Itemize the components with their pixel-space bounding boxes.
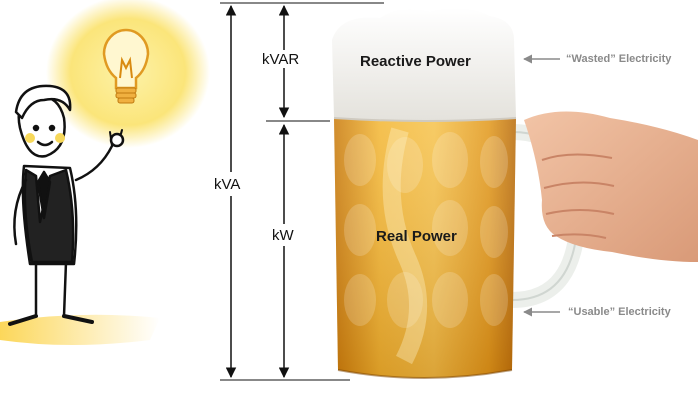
kvar-label: kVAR [262, 51, 300, 68]
hand [524, 111, 698, 262]
ground-shadow [0, 314, 160, 345]
beer-mug [332, 7, 517, 379]
kw-label: kW [272, 227, 294, 244]
usable-electricity-label: “Usable” Electricity [568, 306, 671, 318]
cartoon-man [8, 84, 125, 326]
real-power-label: Real Power [376, 228, 457, 245]
wasted-electricity-label: “Wasted” Electricity [566, 53, 672, 65]
lightbulb-icon [102, 28, 150, 104]
kva-label: kVA [214, 176, 241, 193]
reactive-power-label: Reactive Power [360, 53, 471, 70]
